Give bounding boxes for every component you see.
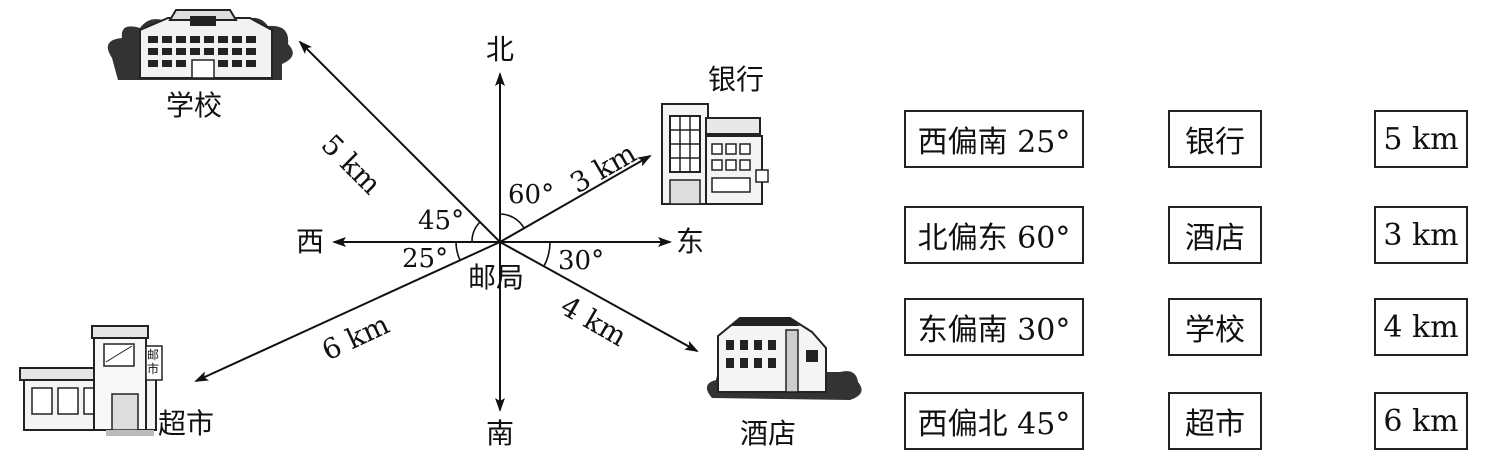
ray-to-school xyxy=(298,40,501,243)
bank-label: 银行 xyxy=(708,63,765,96)
distance-option-box: 3 km xyxy=(1374,206,1468,264)
direction-option-box: 西偏北 45° xyxy=(904,392,1084,450)
bank-building-icon xyxy=(661,103,769,205)
distance-option-box: 4 km xyxy=(1374,298,1468,356)
direction-option-box: 北偏东 60° xyxy=(904,206,1084,264)
ray-to-hotel xyxy=(499,241,699,352)
direction-option-box: 东偏南 30° xyxy=(904,298,1084,356)
ray-to-supermarket xyxy=(194,241,501,382)
angle-east-hotel-label: 30° xyxy=(558,246,605,276)
distance-option-box: 6 km xyxy=(1374,392,1468,450)
post-office-label: 邮局 xyxy=(468,261,525,294)
place-option-box: 银行 xyxy=(1168,110,1262,168)
school-building-icon xyxy=(107,9,293,80)
angle-arc-west-school xyxy=(471,221,481,243)
angle-west-school-label: 45° xyxy=(418,206,465,236)
supermarket-sign-text: 邮 市 xyxy=(147,348,160,376)
direction-option-box: 西偏南 25° xyxy=(904,110,1084,168)
distance-option-box: 5 km xyxy=(1374,110,1468,168)
east-label: 东 xyxy=(676,225,705,258)
hotel-label: 酒店 xyxy=(740,417,797,450)
angle-west-supermarket-label: 25° xyxy=(402,244,449,274)
angle-arc-east-hotel xyxy=(543,241,551,267)
south-label: 南 xyxy=(486,417,515,450)
angle-north-bank-label: 60° xyxy=(508,180,555,210)
hotel-building-icon xyxy=(706,317,862,400)
place-option-box: 酒店 xyxy=(1168,206,1262,264)
place-option-box: 学校 xyxy=(1168,298,1262,356)
angle-arc-west-supermarket xyxy=(455,241,461,261)
place-option-box: 超市 xyxy=(1168,392,1262,450)
school-label: 学校 xyxy=(166,89,223,122)
north-label: 北 xyxy=(486,33,515,66)
angle-arc-north-bank xyxy=(499,213,525,229)
ray-to-bank xyxy=(499,155,652,243)
supermarket-building-icon xyxy=(19,325,163,436)
supermarket-label: 超市 xyxy=(158,407,215,440)
west-label: 西 xyxy=(296,225,325,258)
